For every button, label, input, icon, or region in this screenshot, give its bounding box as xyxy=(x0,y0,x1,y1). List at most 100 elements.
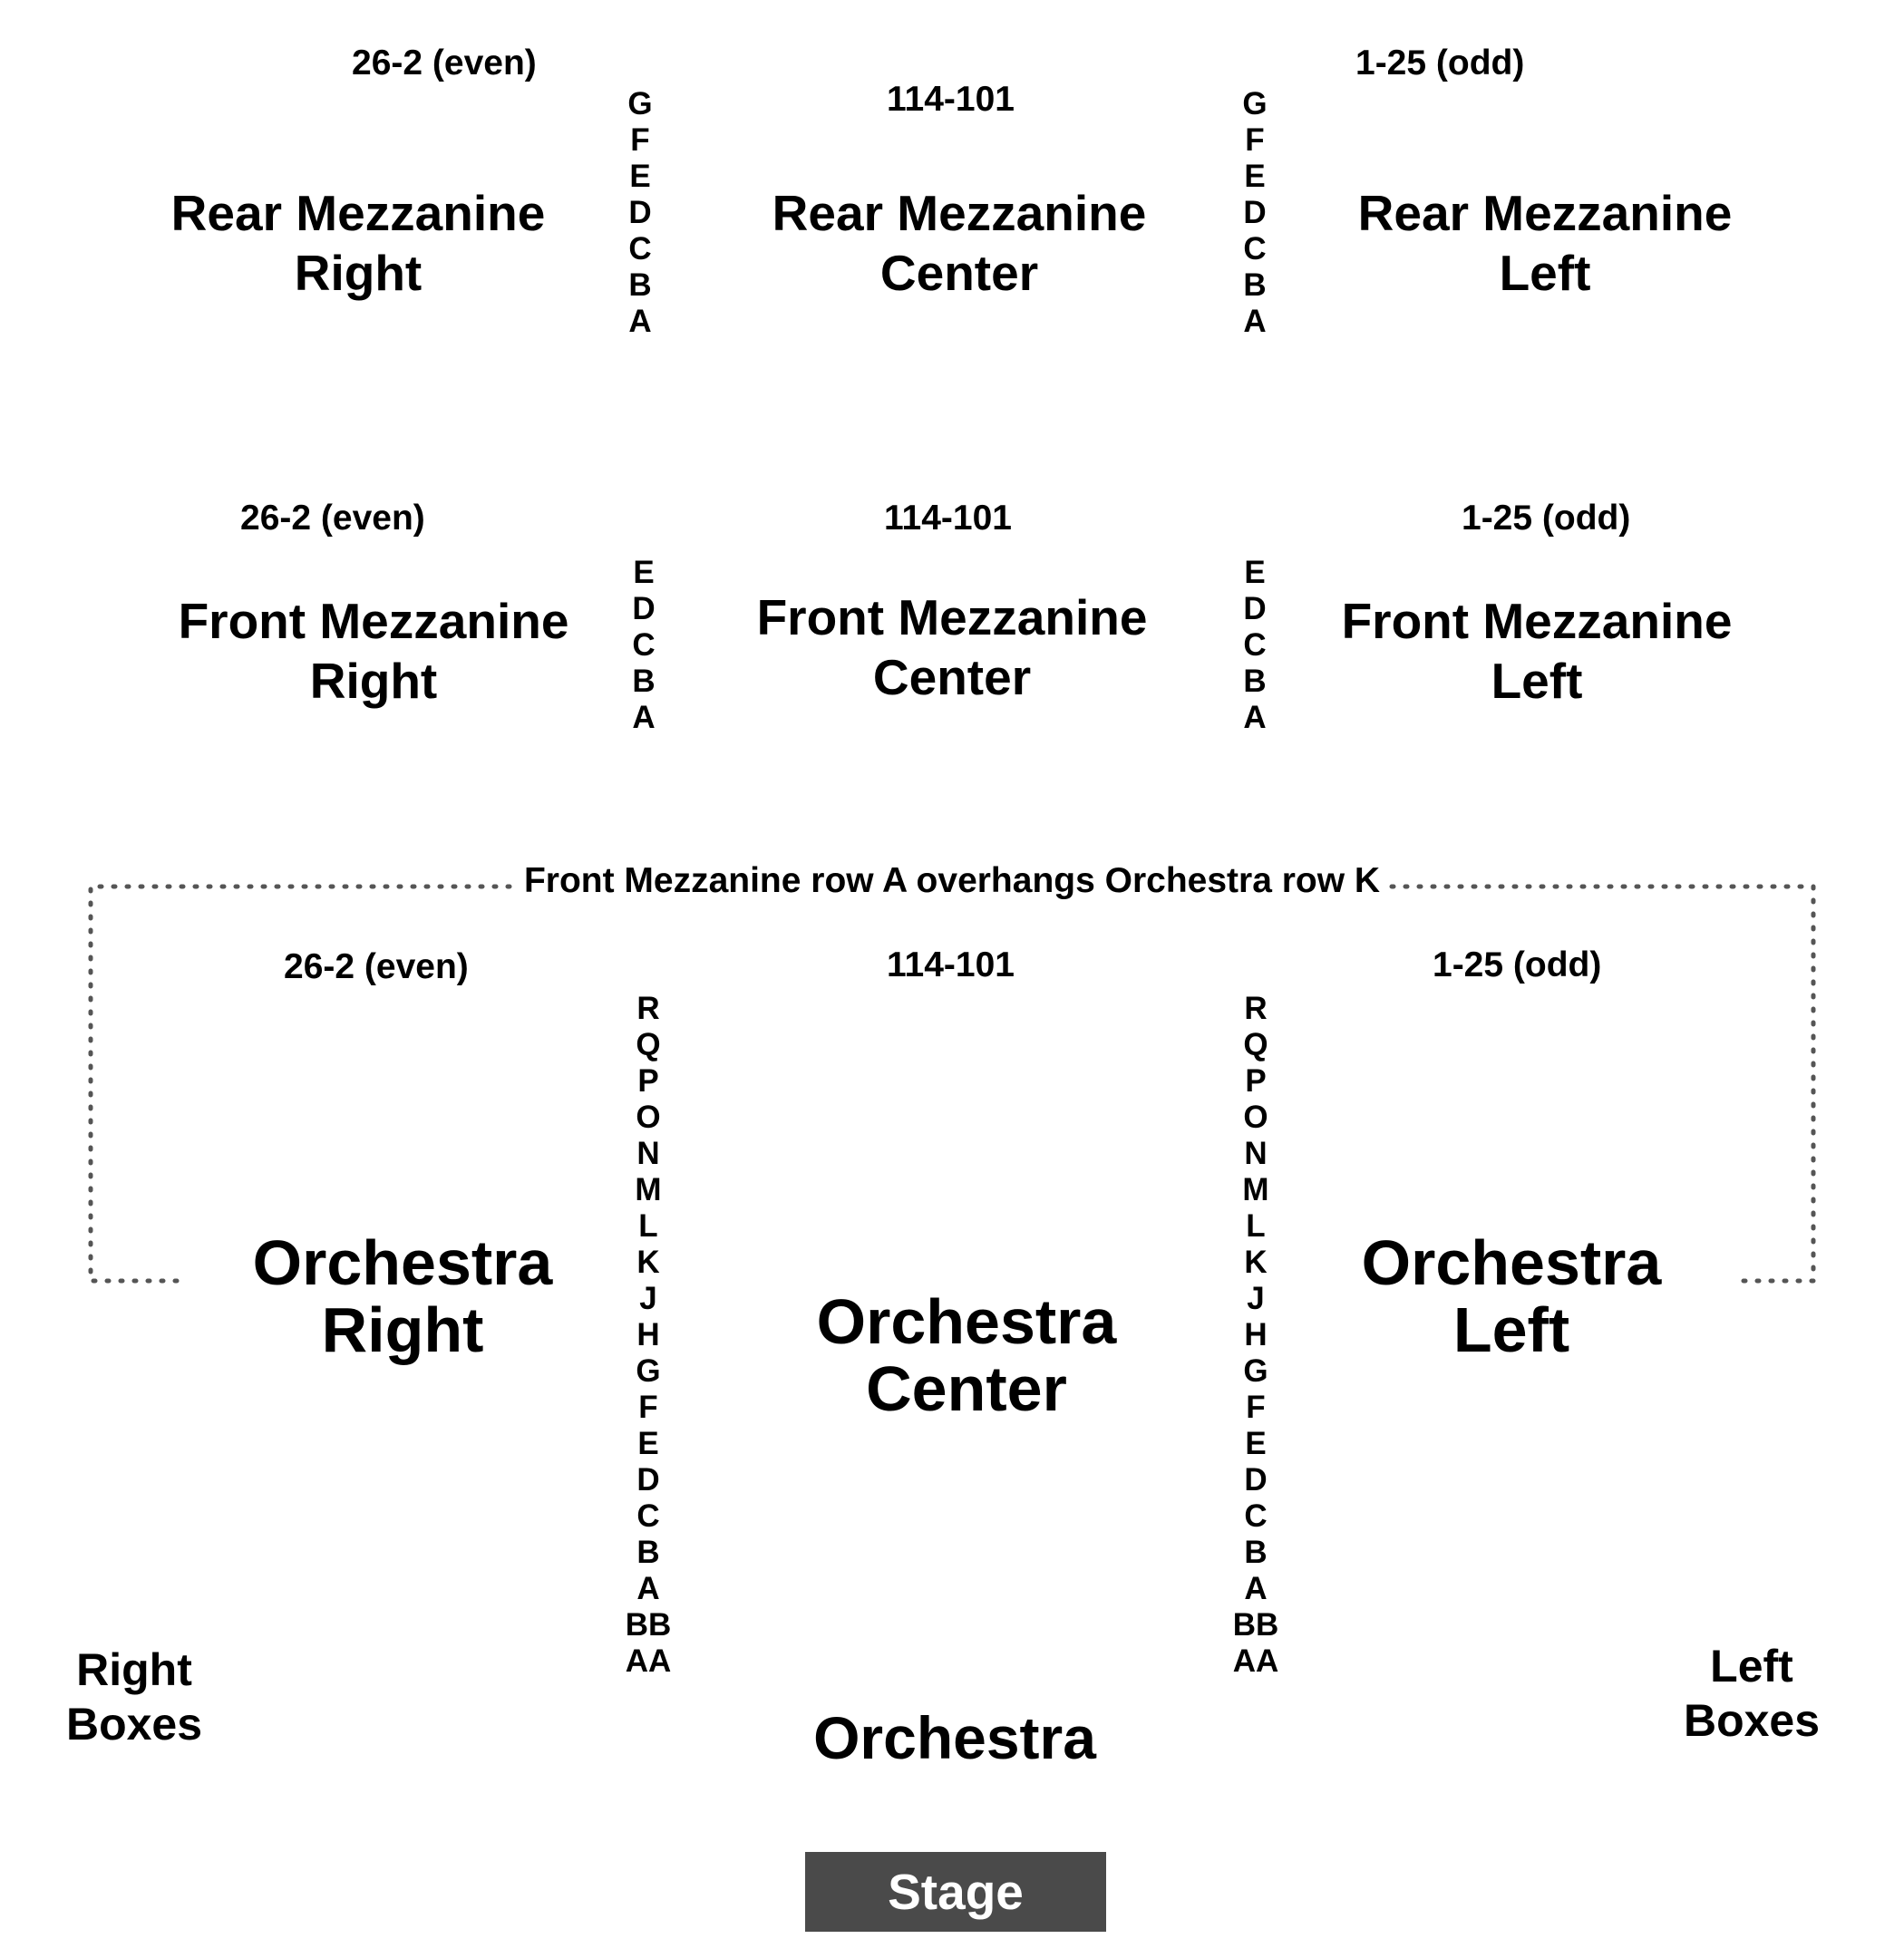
section-name: Rear Mezzanine xyxy=(170,185,546,241)
section-side: Left xyxy=(1491,653,1583,709)
orchestra-left-section[interactable]: Orchestra Left xyxy=(1361,1227,1662,1365)
row-label: R xyxy=(1244,991,1268,1026)
front-mezz-center-seats: 114-101 xyxy=(884,499,1012,538)
rear-mezz-right-seats: 26-2 (even) xyxy=(352,44,537,82)
row-label: D xyxy=(1244,1462,1268,1498)
row-label: E xyxy=(1244,555,1266,590)
row-label: C xyxy=(1244,1498,1268,1534)
row-label: O xyxy=(636,1100,661,1135)
left-boxes-section[interactable]: Left Boxes xyxy=(1684,1639,1820,1748)
orchestra-row-labels-left-aisle: R Q P O N M L K J H G F E D C B A BB AA xyxy=(1224,991,1287,1680)
section-name: Front Mezzanine xyxy=(178,593,569,649)
front-mezz-row-labels-right-aisle: E D C B A xyxy=(627,555,660,736)
boxes-side: Left xyxy=(1710,1641,1793,1691)
section-side: Left xyxy=(1452,1294,1570,1365)
row-label: L xyxy=(1246,1208,1266,1244)
overhang-note: Front Mezzanine row A overhangs Orchestr… xyxy=(0,861,1904,901)
row-label: H xyxy=(1244,1317,1268,1352)
row-label: K xyxy=(636,1245,660,1280)
rear-mezz-left-seats: 1-25 (odd) xyxy=(1355,44,1525,82)
row-label: G xyxy=(636,1353,661,1389)
row-label: Q xyxy=(636,1027,661,1062)
orchestra-right-seats: 26-2 (even) xyxy=(284,947,469,986)
row-label: O xyxy=(1243,1100,1268,1135)
row-label: M xyxy=(1242,1172,1269,1207)
rear-mezz-center-section[interactable]: Rear Mezzanine Center xyxy=(772,183,1147,303)
rear-mezz-right-section[interactable]: Rear Mezzanine Right xyxy=(171,183,546,303)
row-label: K xyxy=(1244,1245,1268,1280)
section-side: Left xyxy=(1499,245,1591,301)
row-label: P xyxy=(1245,1063,1267,1099)
section-name: Orchestra xyxy=(1361,1227,1662,1298)
row-label: Q xyxy=(1243,1027,1268,1062)
row-label: M xyxy=(635,1172,662,1207)
section-side: Right xyxy=(309,653,438,709)
row-label: C xyxy=(636,1498,660,1534)
row-label: R xyxy=(636,991,660,1026)
section-name: Front Mezzanine xyxy=(756,589,1148,645)
row-label: E xyxy=(1244,159,1266,194)
row-label: N xyxy=(1244,1136,1268,1171)
row-label: C xyxy=(632,627,656,663)
row-label: F xyxy=(638,1390,658,1425)
row-label: A xyxy=(1243,304,1267,339)
row-label: E xyxy=(629,159,651,194)
row-label: A xyxy=(632,700,656,735)
row-label: G xyxy=(1242,86,1268,121)
row-label: B xyxy=(1243,664,1267,699)
right-boxes-section[interactable]: Right Boxes xyxy=(66,1643,202,1751)
section-side: Right xyxy=(294,245,423,301)
front-mezz-right-section[interactable]: Front Mezzanine Right xyxy=(179,591,569,711)
row-label: A xyxy=(628,304,652,339)
section-side: Center xyxy=(872,649,1032,705)
row-label: A xyxy=(636,1571,660,1606)
orchestra-right-section[interactable]: Orchestra Right xyxy=(253,1229,553,1365)
row-label: N xyxy=(636,1136,660,1171)
rear-mezz-left-section[interactable]: Rear Mezzanine Left xyxy=(1358,183,1733,303)
row-label: F xyxy=(630,122,650,158)
row-label: P xyxy=(637,1063,659,1099)
section-side: Center xyxy=(879,245,1039,301)
row-label: AA xyxy=(625,1643,672,1679)
row-label: B xyxy=(1243,267,1267,303)
orchestra-label: Orchestra xyxy=(813,1704,1096,1771)
row-label: F xyxy=(1245,122,1265,158)
row-label: C xyxy=(628,231,652,267)
row-label: D xyxy=(1243,591,1267,626)
row-label: F xyxy=(1246,1390,1266,1425)
row-label: E xyxy=(637,1426,659,1461)
row-label: A xyxy=(1244,1571,1268,1606)
section-side: Right xyxy=(321,1294,484,1365)
orchestra-center-section[interactable]: Orchestra Center xyxy=(817,1288,1117,1422)
boxes-name: Boxes xyxy=(1683,1695,1821,1746)
row-label: AA xyxy=(1232,1643,1279,1679)
section-name: Rear Mezzanine xyxy=(1357,185,1733,241)
row-label: D xyxy=(628,195,652,230)
row-label: D xyxy=(636,1462,660,1498)
stage: Stage xyxy=(805,1852,1106,1932)
row-label: H xyxy=(636,1317,660,1352)
section-name: Front Mezzanine xyxy=(1341,593,1733,649)
rear-mezz-center-seats: 114-101 xyxy=(887,80,1015,119)
row-label: J xyxy=(639,1281,657,1316)
front-mezz-row-labels-left-aisle: E D C B A xyxy=(1239,555,1271,736)
boxes-name: Boxes xyxy=(65,1699,203,1750)
orchestra-center-seats: 114-101 xyxy=(887,945,1015,984)
row-label: A xyxy=(1243,700,1267,735)
stage-label: Stage xyxy=(888,1864,1024,1920)
orchestra-row-labels-right-aisle: R Q P O N M L K J H G F E D C B A BB AA xyxy=(617,991,680,1680)
row-label: E xyxy=(1245,1426,1267,1461)
row-label: B xyxy=(632,664,656,699)
row-label: B xyxy=(1244,1535,1268,1570)
front-mezz-left-seats: 1-25 (odd) xyxy=(1462,499,1631,538)
row-label: E xyxy=(633,555,655,590)
row-label: B xyxy=(636,1535,660,1570)
orchestra-left-seats: 1-25 (odd) xyxy=(1433,945,1602,984)
row-label: D xyxy=(1243,195,1267,230)
front-mezz-center-section[interactable]: Front Mezzanine Center xyxy=(757,587,1148,707)
row-label: G xyxy=(627,86,653,121)
front-mezz-left-section[interactable]: Front Mezzanine Left xyxy=(1342,591,1733,711)
front-mezz-right-seats: 26-2 (even) xyxy=(240,499,425,538)
row-label: BB xyxy=(1232,1607,1279,1643)
